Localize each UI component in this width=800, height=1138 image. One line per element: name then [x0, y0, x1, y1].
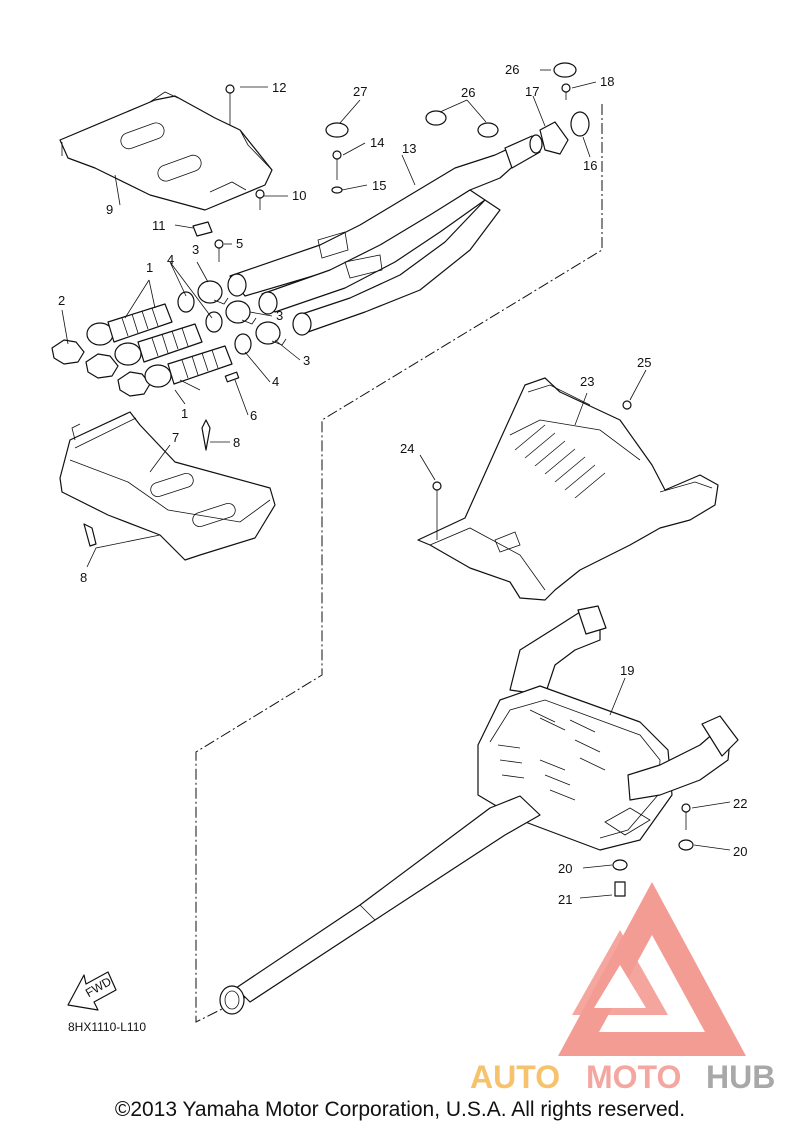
exhaust-parts-diagram: FWD 8HX1110-L110 12 10 11 9 5 3 1 4 2 3 … [51, 62, 775, 1095]
heat-protector-upper [59, 91, 273, 211]
watermark-logo [558, 882, 746, 1056]
tail-pipe [219, 795, 541, 1015]
routing-line [195, 104, 603, 1023]
callout-8-low: 8 [80, 570, 87, 585]
callout-1-top: 1 [146, 260, 153, 275]
callout-14: 14 [370, 135, 384, 150]
callout-24: 24 [400, 441, 414, 456]
callout-10: 10 [292, 188, 306, 203]
fwd-arrow: FWD [67, 971, 117, 1011]
callout-3-mid: 3 [276, 308, 283, 323]
watermark-hub: HUB [706, 1059, 775, 1095]
callout-19: 19 [620, 663, 634, 678]
exhaust-bellows-group [51, 291, 252, 397]
callout-3-top: 3 [192, 242, 199, 257]
callout-8-top: 8 [233, 435, 240, 450]
diagram-ref-code: 8HX1110-L110 [68, 1020, 146, 1034]
heat-protector-lower [59, 411, 276, 561]
copyright-footer: ©2013 Yamaha Motor Corporation, U.S.A. A… [114, 1098, 686, 1121]
callout-4-low: 4 [272, 374, 279, 389]
hardware [83, 62, 694, 897]
callout-18: 18 [600, 74, 614, 89]
callout-25: 25 [637, 355, 651, 370]
watermark-text: AUTO MOTO HUB [470, 1059, 775, 1095]
callout-17: 17 [525, 84, 539, 99]
clamps [197, 280, 287, 346]
callout-7: 7 [172, 430, 179, 445]
callout-6: 6 [250, 408, 257, 423]
watermark-auto: AUTO [470, 1059, 560, 1095]
callout-1-low: 1 [181, 406, 188, 421]
callout-13: 13 [402, 141, 416, 156]
leader-lines [61, 69, 731, 899]
muffler-protector [417, 377, 719, 601]
callout-21: 21 [558, 892, 572, 907]
callout-20-right: 20 [733, 844, 747, 859]
exhaust-pipe-front [227, 134, 543, 336]
watermark-moto: MOTO [586, 1059, 681, 1095]
callout-5: 5 [236, 236, 243, 251]
callout-9: 9 [106, 202, 113, 217]
callout-labels: 12 10 11 9 5 3 1 4 2 3 3 4 1 6 8 7 8 27 … [58, 62, 747, 907]
callout-15: 15 [372, 178, 386, 193]
callout-3-low: 3 [303, 353, 310, 368]
callout-26-mid: 26 [461, 85, 475, 100]
callout-12: 12 [272, 80, 286, 95]
callout-23: 23 [580, 374, 594, 389]
callout-27: 27 [353, 84, 367, 99]
callout-16: 16 [583, 158, 597, 173]
callout-20-left: 20 [558, 861, 572, 876]
callout-11: 11 [152, 218, 166, 233]
callout-22: 22 [733, 796, 747, 811]
callout-2: 2 [58, 293, 65, 308]
callout-4-top: 4 [167, 252, 174, 267]
callout-26-top: 26 [505, 62, 519, 77]
